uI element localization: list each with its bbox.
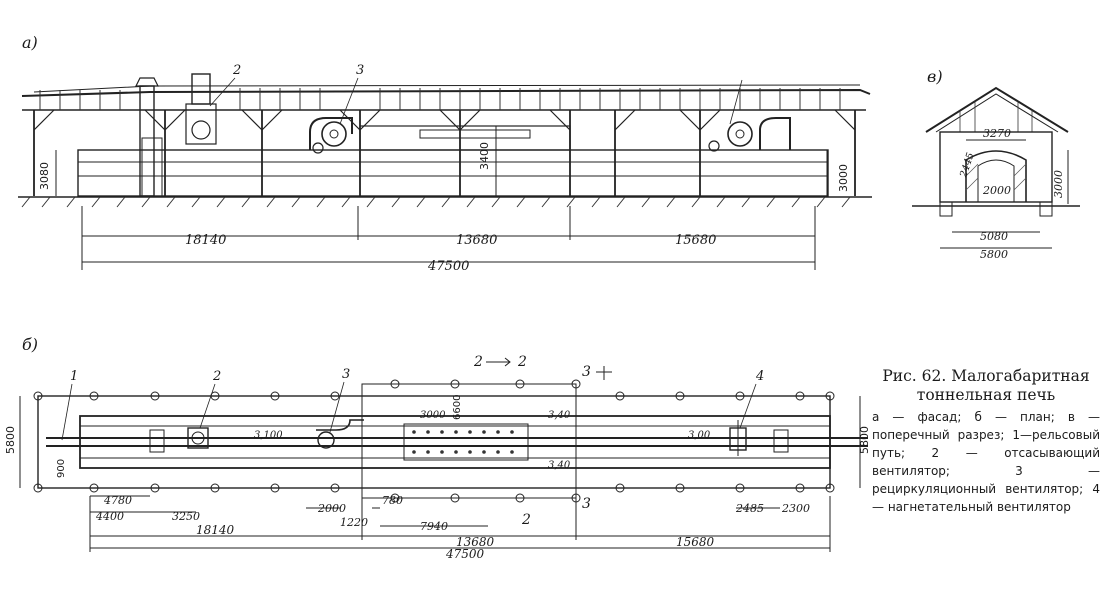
plan-callout-1: 1 (70, 369, 78, 384)
plan-dim-2000: 2000 (317, 502, 346, 515)
plan-callout-4: 4 (755, 369, 764, 384)
plan-dim-seg1: 18140 (196, 523, 235, 537)
figure-caption: Рис. 62. Малогабаритная тоннельная печь … (872, 367, 1100, 516)
facade-dim-left-height: 3080 (38, 162, 51, 190)
facade-label: а) (22, 33, 38, 52)
right-fan-icon (708, 117, 791, 152)
plan-dim-right-width: 5800 (858, 426, 871, 454)
section-mark-2-right: 2 (517, 354, 527, 370)
plan-callout-3: 3 (342, 367, 350, 382)
section-dim-diag: 2445 (958, 151, 977, 180)
plan-view: б) (4, 335, 871, 561)
plan-dim-6600: 6600 (452, 395, 463, 420)
plan-fan-2-icon (187, 427, 209, 449)
plan-dim-seg2: 13680 (456, 535, 495, 549)
plan-dim-4780: 4780 (103, 494, 132, 507)
plan-dim-3100: 3,100 (254, 430, 283, 441)
section-mark-2-bottom: 2 (521, 512, 531, 528)
plan-label: б) (22, 335, 38, 354)
section-dim-inner: 2000 (982, 184, 1011, 197)
plan-dim-300: 3,00 (688, 430, 711, 441)
plan-dim-340b: 3,40 (548, 460, 571, 471)
plan-dim-2485: 2485 (735, 502, 764, 515)
plan-dim-4400: 4400 (95, 510, 124, 523)
facade-dim-seg2: 13680 (456, 233, 497, 248)
plan-dim-total: 47500 (445, 547, 485, 561)
plan-dim-3250: 3250 (172, 510, 200, 523)
facade-callout-3: 3 (356, 63, 364, 78)
section-dim-bottom2: 5800 (980, 248, 1008, 261)
recirculation-fan-icon (309, 117, 353, 154)
section-dim-top: 3270 (983, 127, 1011, 140)
plan-dim-seg3: 15680 (676, 535, 715, 549)
section-label: в) (927, 67, 943, 86)
facade-callout-2: 2 (232, 63, 241, 78)
facade-dim-right-height: 3000 (837, 164, 850, 192)
plan-dim-2300: 2300 (781, 502, 810, 515)
plan-fan-3-icon (316, 419, 364, 449)
section-mark-2-left: 2 (473, 354, 483, 370)
plan-dim-1220: 1220 (340, 516, 368, 529)
facade-dim-seg1: 18140 (185, 233, 226, 248)
plan-dim-780: 780 (382, 494, 403, 507)
plan-callout-2: 2 (212, 369, 221, 384)
caption-title: Рис. 62. Малогабаритная тоннельная печь (882, 367, 1090, 404)
facade-dim-total: 47500 (427, 259, 469, 274)
section-mark-3-bottom: 3 (582, 496, 591, 512)
plan-fan-4-icon (729, 420, 747, 456)
section-mark-3-top: 3 (582, 364, 591, 380)
section-dim-height: 3000 (1052, 170, 1065, 198)
cross-section-view: в) 3270 2445 2000 3000 5080 5800 (912, 67, 1080, 261)
facade-dim-mid-height: 3400 (478, 142, 491, 170)
plan-dim-900: 900 (56, 459, 67, 478)
facade-view: а) (18, 33, 872, 274)
section-dim-bottom1: 5080 (980, 230, 1008, 243)
plan-dim-3000: 3000 (420, 410, 446, 421)
facade-dim-seg3: 15680 (675, 233, 716, 248)
caption-legend: а — фасад; б — план; в — поперечный разр… (872, 410, 1100, 514)
plan-dim-7940: 7940 (420, 520, 448, 533)
plan-dim-340a: 3,40 (548, 410, 571, 421)
plan-dim-left-width: 5800 (4, 426, 17, 454)
